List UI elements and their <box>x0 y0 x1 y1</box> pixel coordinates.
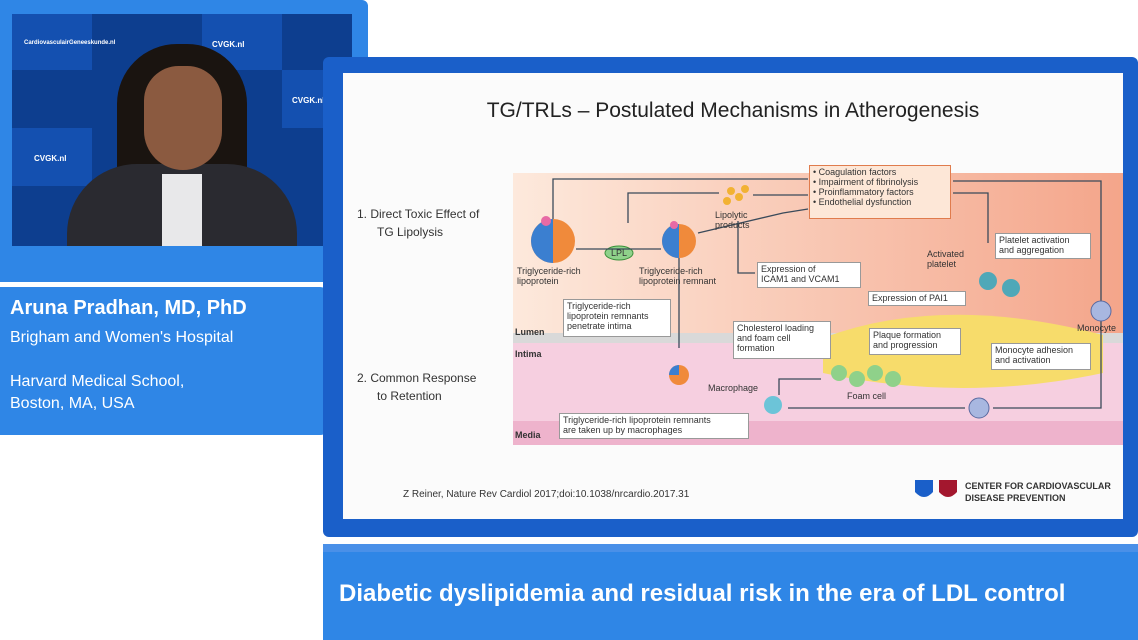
apo-marker <box>670 221 678 229</box>
speaker-affiliation-1: Brigham and Women's Hospital <box>10 329 234 346</box>
label-activated-platelet: Activated platelet <box>927 249 965 269</box>
foam-cell <box>885 371 901 387</box>
layer-lumen: Lumen <box>515 327 545 337</box>
label-macrophage: Macrophage <box>708 383 759 393</box>
backdrop-tile: CardiovasculairGeneeskunde.nl <box>12 14 115 70</box>
point-2-line2: to Retention <box>377 389 442 403</box>
title-banner: Diabetic dyslipidemia and residual risk … <box>323 552 1138 640</box>
trl-particle-part <box>531 241 553 263</box>
arrow-effects-to-platelet <box>953 192 989 243</box>
slide: TG/TRLs – Postulated Mechanisms in Ather… <box>343 73 1123 519</box>
foam-cell <box>831 365 847 381</box>
ccdp-line1: CENTER FOR CARDIOVASCULAR <box>965 481 1111 491</box>
slide-title: TG/TRLs – Postulated Mechanisms in Ather… <box>486 99 980 122</box>
speaker-video-panel: CardiovasculairGeneeskunde.nl CVGK.nl CV… <box>0 0 368 282</box>
label-lpl: LPL <box>611 248 628 258</box>
label-foam-cell: Foam cell <box>847 391 887 401</box>
label-trl: Triglyceride-rich lipoprotein <box>517 266 581 286</box>
macrophage-cell <box>764 396 782 414</box>
taken-up-box: Triglyceride-rich lipoprotein remnants a… <box>559 413 749 439</box>
platelet-box: Platelet activation and aggregation <box>995 233 1091 259</box>
backdrop-tile: CVGK.nl <box>12 128 92 186</box>
arrow-macrophage-to-foam <box>778 378 821 395</box>
label-monocyte: Monocyte <box>1077 323 1117 333</box>
foam-cell <box>867 365 883 381</box>
point-2-line1: 2. Common Response <box>357 371 477 385</box>
lipolytic-dot <box>727 187 735 195</box>
institution-logos <box>915 480 957 497</box>
activated-platelet <box>1002 279 1020 297</box>
speaker-affiliation-2-line2: Boston, MA, USA <box>10 395 135 412</box>
speaker-face <box>144 66 222 170</box>
arrow-trl-to-effects <box>552 178 808 219</box>
hms-shield-icon <box>915 480 933 497</box>
plaque-box: Plaque formation and progression <box>869 328 961 355</box>
slide-citation: Z Reiner, Nature Rev Cardiol 2017;doi:10… <box>403 489 690 500</box>
bwh-shield-icon <box>939 480 957 497</box>
arrow-lipolytic-to-icam <box>737 221 755 274</box>
speaker-name: Aruna Pradhan, MD, PhD <box>10 297 247 319</box>
adhesion-box: Monocyte adhesion and activation <box>991 343 1091 370</box>
foam-cell <box>849 371 865 387</box>
pai1-box: Expression of PAI1 <box>868 291 966 306</box>
point-1-line1: 1. Direct Toxic Effect of <box>357 207 480 221</box>
layer-media: Media <box>515 430 541 440</box>
penetrate-box: Triglyceride-rich lipoprotein remnants p… <box>563 299 671 337</box>
backdrop-logo-text: CardiovasculairGeneeskunde.nl <box>24 40 116 46</box>
label-lipolytic: Lipolytic products <box>715 210 750 230</box>
apo-marker <box>541 216 551 226</box>
point-1-line2: TG Lipolysis <box>377 225 444 239</box>
lipolytic-dot <box>723 197 731 205</box>
backdrop-logo-text: CVGK.nl <box>292 96 325 105</box>
backdrop-logo-text: CVGK.nl <box>34 154 67 163</box>
effects-box: • Coagulation factors • Impairment of fi… <box>809 165 951 219</box>
arrow-remnant-to-effects <box>697 208 809 234</box>
banner-accent <box>323 544 1138 554</box>
label-remnant: Triglyceride-rich lipoprotein remnant <box>639 266 717 286</box>
backdrop-logo-text: CVGK.nl <box>212 40 245 49</box>
remnant-in-intima-part <box>669 365 679 375</box>
arrow-to-lipolytic <box>627 192 719 223</box>
speaker-name-panel: Aruna Pradhan, MD, PhD Brigham and Women… <box>0 287 330 435</box>
banner-title: Diabetic dyslipidemia and residual risk … <box>339 580 1066 607</box>
lipolytic-dot <box>741 185 749 193</box>
atherogenesis-diagram <box>513 173 1123 445</box>
ccdp-line2: DISEASE PREVENTION <box>965 493 1066 503</box>
speaker-shirt <box>162 174 202 246</box>
monocyte-intima <box>968 397 990 419</box>
speaker-affiliation-2-line1: Harvard Medical School, <box>10 373 185 390</box>
activated-platelet <box>979 272 997 290</box>
arrow-monocyte-down <box>993 321 1102 409</box>
cholesterol-box: Cholesterol loading and foam cell format… <box>733 321 831 359</box>
lipolytic-dot <box>735 193 743 201</box>
layer-intima: Intima <box>515 349 542 359</box>
icam-box: Expression of ICAM1 and VCAM1 <box>757 262 861 288</box>
remnant-particle-part <box>662 241 679 258</box>
monocyte-cell <box>1090 300 1112 322</box>
speaker-video: CardiovasculairGeneeskunde.nl CVGK.nl CV… <box>12 14 352 246</box>
arrow-effects-to-monocyte <box>953 180 1102 301</box>
